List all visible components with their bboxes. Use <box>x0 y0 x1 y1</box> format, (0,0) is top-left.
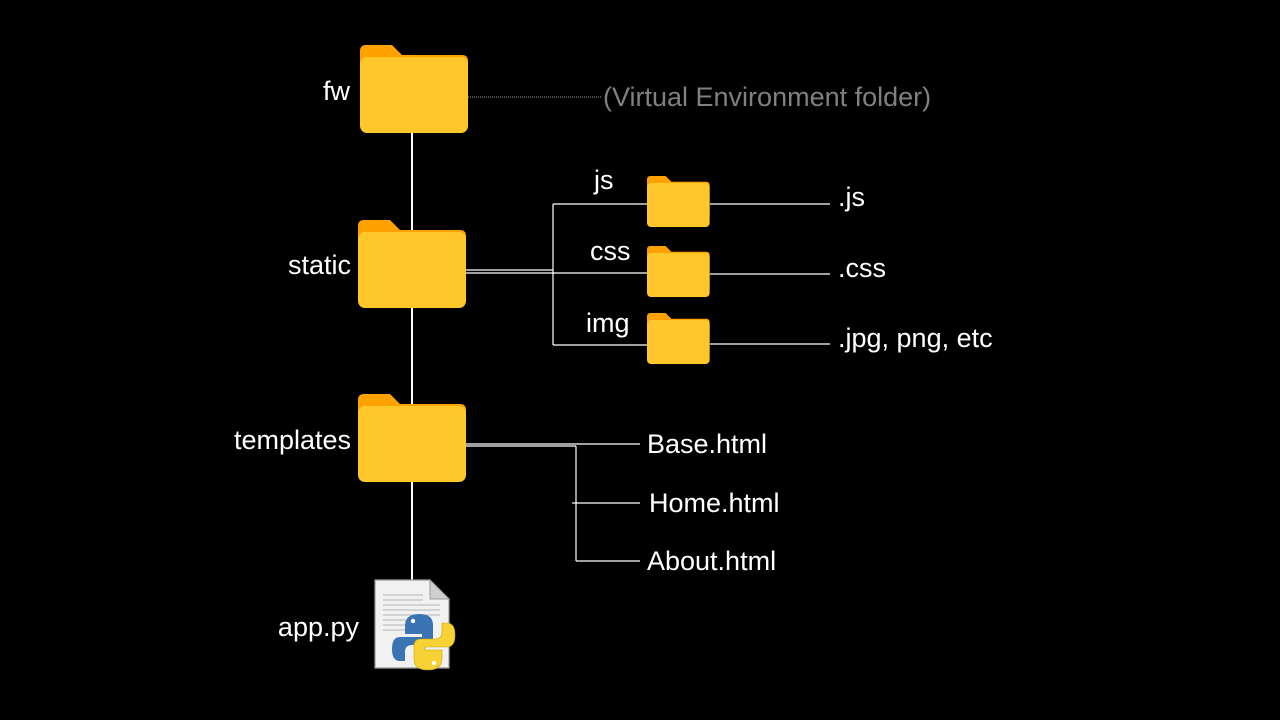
python-file-icon <box>374 578 456 671</box>
js-file-label: .js <box>838 182 865 212</box>
static-folder-icon <box>358 220 466 308</box>
img-folder-icon <box>647 313 710 365</box>
base-html-label: Base.html <box>647 429 768 459</box>
templates-folder-label: templates <box>233 425 351 455</box>
css-folder-label: css <box>590 236 631 266</box>
css-folder-icon <box>647 246 710 298</box>
fw-folder-icon <box>360 45 468 133</box>
fw-folder-label: fw <box>323 76 350 106</box>
css-file-label: .css <box>838 253 887 283</box>
app-file-label: app.py <box>277 612 359 642</box>
templates-folder-icon <box>358 394 466 482</box>
fw-note-label: (Virtual Environment folder) <box>603 82 932 112</box>
static-folder-label: static <box>287 250 351 280</box>
img-folder-label: img <box>586 308 630 338</box>
img-file-label: .jpg, png, etc <box>838 323 993 353</box>
about-html-label: About.html <box>647 546 777 576</box>
js-folder-icon <box>647 176 710 228</box>
js-folder-label: js <box>594 165 614 195</box>
home-html-label: Home.html <box>649 488 780 518</box>
